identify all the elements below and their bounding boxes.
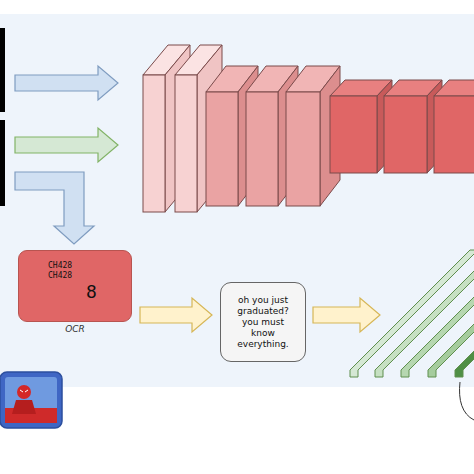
ocr-sample-text: CH428 [48,272,72,280]
block-arrow [313,298,380,332]
block-arrow [15,128,118,162]
cnn-blocks [143,45,474,212]
embedding-stack [350,250,474,377]
block-arrow [15,66,118,100]
node-caption: OCR [19,324,131,334]
ocr-sample-text: 8 [86,283,97,301]
node-text: oh you just graduated? you must know eve… [232,295,294,350]
thumbnail-image [0,372,62,428]
ocr-sample-text: CH428 [48,262,72,270]
text-box: oh you just graduated? you must know eve… [220,282,306,362]
block-arrow [140,298,212,332]
input-image [0,28,5,112]
block-arrow [15,172,94,244]
ocr-box: OCR [18,250,132,322]
input-image [0,120,5,206]
background-panel [0,14,474,387]
pointer-curve [460,382,474,420]
